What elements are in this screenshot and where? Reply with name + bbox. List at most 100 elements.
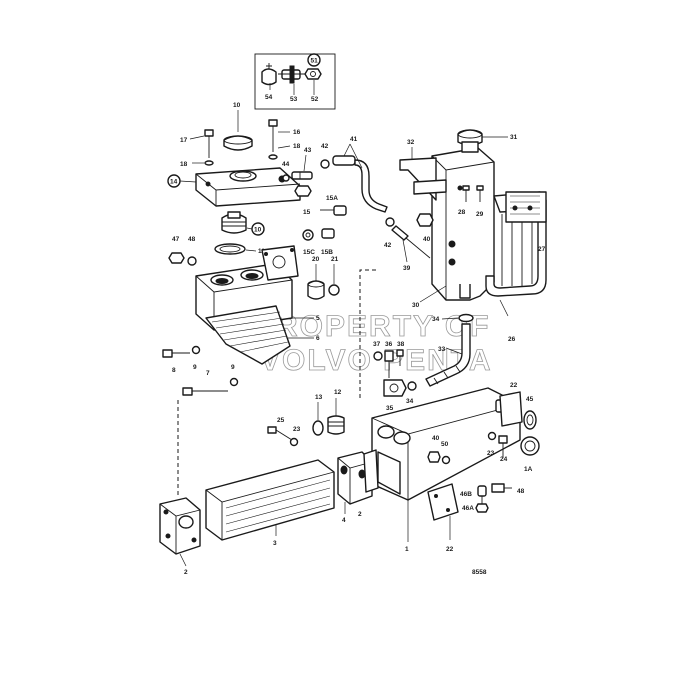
- callout-9-bottom: 9: [231, 364, 235, 371]
- callout-1: 1: [405, 546, 409, 553]
- callout-43: 43: [304, 147, 312, 154]
- callout-14: 14: [170, 179, 178, 186]
- cooler-insert-3: [205, 459, 335, 541]
- callout-2-left: 2: [184, 569, 188, 576]
- ring-13: [312, 420, 324, 436]
- callout-12: 12: [334, 389, 342, 396]
- callout-34-bottom: 34: [406, 398, 414, 405]
- callout-40-top: 40: [423, 236, 431, 243]
- valve-46b: [477, 485, 487, 504]
- callout-17: 17: [180, 137, 188, 144]
- assembly-line-right: [359, 269, 376, 400]
- cover-plate-22: [427, 483, 459, 521]
- hose-33: [425, 323, 471, 387]
- fitting-39: [391, 225, 431, 259]
- inset-box: 51 54 53 52: [254, 53, 336, 110]
- plug-12: [327, 415, 345, 435]
- callout-39: 39: [403, 265, 411, 272]
- screw-15b: [321, 228, 335, 239]
- callout-22-bottom: 22: [446, 546, 454, 553]
- callout-22-top: 22: [510, 382, 518, 389]
- callout-34-top: 34: [432, 316, 440, 323]
- callout-23-right: 23: [487, 450, 495, 457]
- hose-clip-35: [383, 379, 407, 397]
- end-cover-2-left: [159, 497, 201, 555]
- callout-33: 33: [438, 346, 446, 353]
- callout-15: 15: [303, 209, 311, 216]
- callout-42-bottom: 42: [384, 242, 392, 249]
- plug-47: [168, 252, 185, 264]
- screw-8: [162, 349, 190, 358]
- screw-28: [462, 185, 470, 202]
- callout-15b: 15B: [321, 249, 333, 256]
- callout-41: 41: [350, 136, 358, 143]
- gasket-6: [205, 305, 291, 365]
- plug-40-bottom: [427, 451, 441, 463]
- callout-44: 44: [282, 161, 290, 168]
- callout-48-right: 48: [517, 488, 525, 495]
- bracket-27: [505, 191, 547, 223]
- callout-37: 37: [373, 341, 381, 348]
- callout-15a: 15A: [326, 195, 338, 202]
- callout-1a: 1A: [524, 466, 533, 473]
- flange-gasket: [261, 245, 299, 281]
- screw-7: [182, 387, 228, 396]
- callout-15c: 15C: [303, 249, 315, 256]
- callout-48-left: 48: [188, 236, 196, 243]
- callout-40-bottom: 40: [432, 435, 440, 442]
- callout-21: 21: [331, 256, 339, 263]
- callout-31: 31: [510, 134, 518, 141]
- callout-20: 20: [312, 256, 320, 263]
- figure-number: 8558: [472, 569, 487, 576]
- inset-callout-51: 51: [311, 58, 319, 65]
- filler-cap-31: [457, 129, 483, 153]
- callout-7: 7: [206, 370, 210, 377]
- callout-24: 24: [500, 456, 508, 463]
- callout-46b: 46B: [460, 491, 472, 498]
- plug-40-tank: [416, 213, 434, 227]
- callout-28: 28: [458, 209, 466, 216]
- callout-23-left: 23: [293, 426, 301, 433]
- callout-8: 8: [172, 367, 176, 374]
- union-53: [278, 65, 306, 84]
- callout-54: 54: [265, 94, 273, 101]
- screw-29: [476, 185, 484, 202]
- callout-42-top: 42: [321, 143, 329, 150]
- clamp-34-top: [458, 313, 474, 323]
- gasket-2-right: [363, 449, 379, 493]
- screw-17: [204, 129, 214, 166]
- expansion-tank-30: [431, 147, 495, 301]
- callout-3: 3: [273, 540, 277, 547]
- callout-16: 16: [293, 129, 301, 136]
- callout-10-right: 10: [254, 227, 262, 234]
- strap-32: [399, 157, 447, 201]
- callout-46a: 46A: [462, 505, 474, 512]
- callout-50: 50: [441, 441, 449, 448]
- callout-10-top: 10: [233, 102, 241, 109]
- callout-18-right: 18: [293, 143, 301, 150]
- hose-41: [332, 155, 388, 213]
- valve-46a: [475, 503, 489, 513]
- callout-30: 30: [412, 302, 420, 309]
- callout-13: 13: [315, 394, 323, 401]
- screw-24: [498, 435, 508, 458]
- callout-9-top: 9: [193, 364, 197, 371]
- clamp-42-top: [320, 159, 330, 169]
- ring-11: [214, 243, 246, 255]
- nipple-43: [291, 171, 313, 180]
- thermostat-10: [221, 211, 247, 234]
- callout-38: 38: [397, 341, 405, 348]
- fitting-48-right: [491, 483, 512, 493]
- callout-45: 45: [526, 396, 534, 403]
- callout-36: 36: [385, 341, 393, 348]
- callout-47: 47: [172, 236, 180, 243]
- screw-38: [396, 349, 404, 366]
- fitting-54: [261, 63, 277, 86]
- callout-27: 27: [538, 246, 546, 253]
- nut-52: [304, 68, 322, 80]
- screw-15: [294, 185, 312, 197]
- gasket-22-top: [499, 391, 523, 427]
- plug-1a: [520, 436, 540, 456]
- callout-4: 4: [342, 517, 346, 524]
